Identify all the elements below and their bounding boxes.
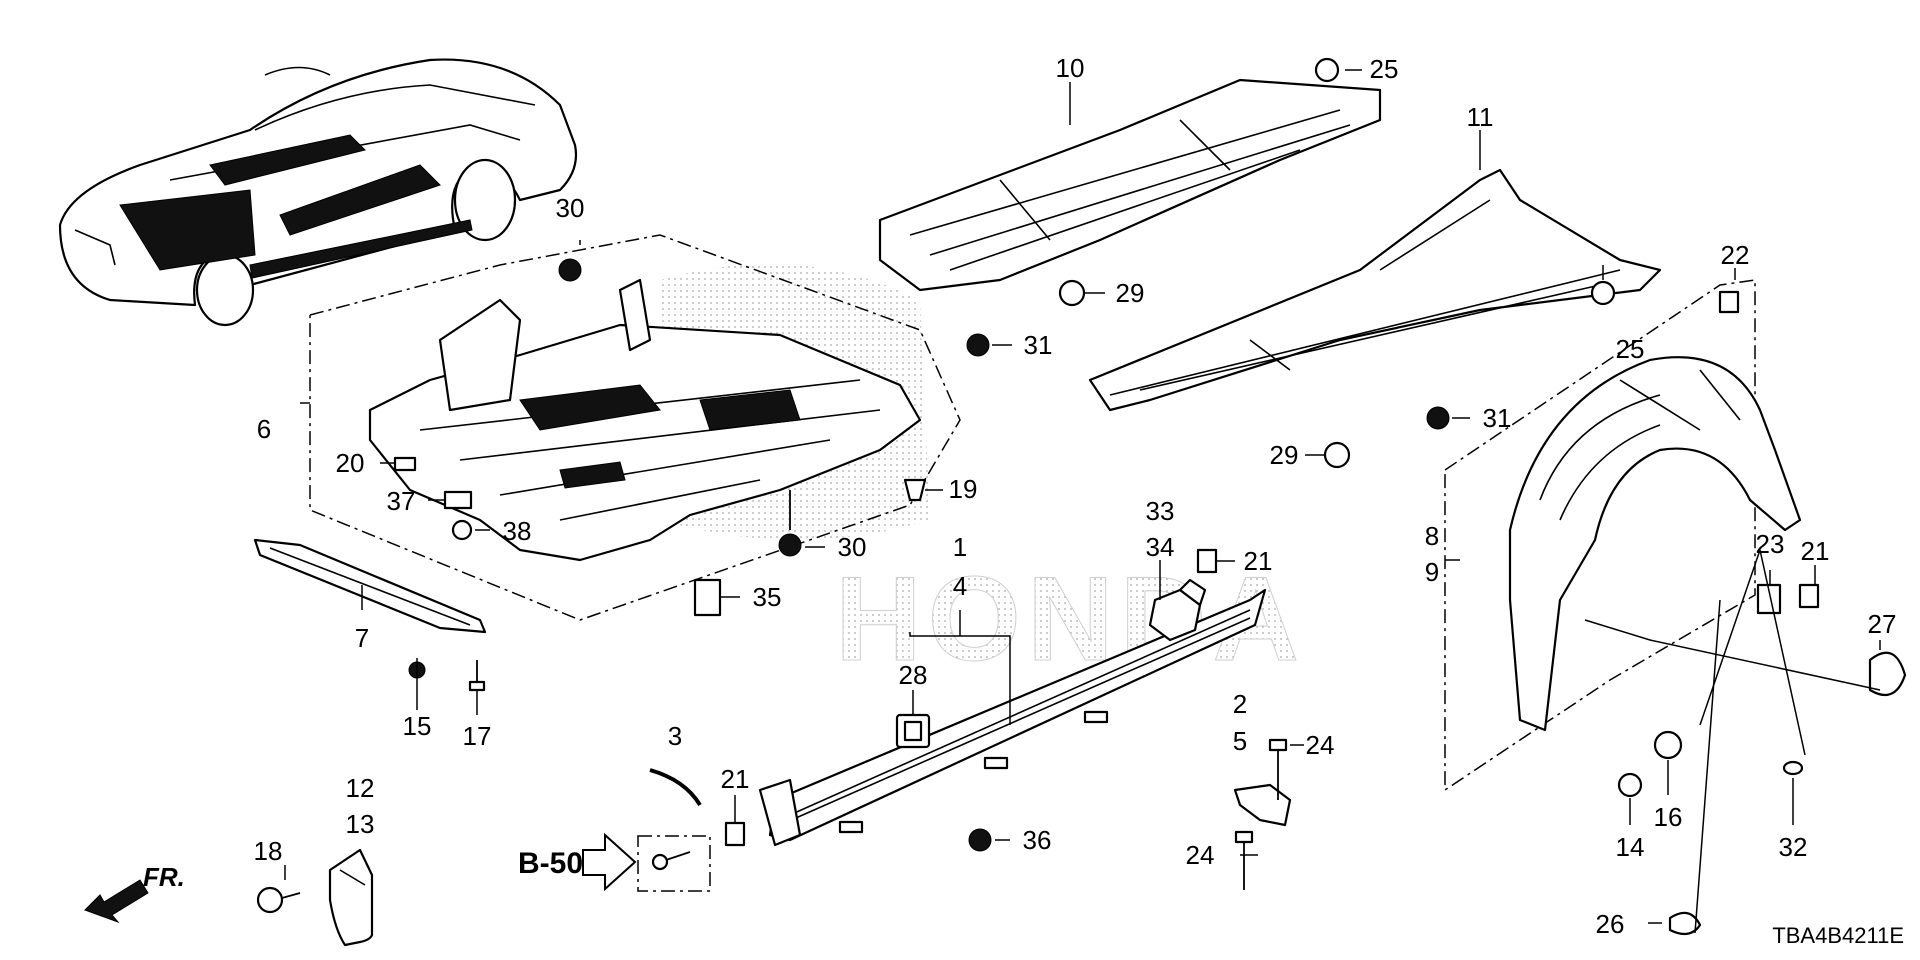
- front-direction-arrow: [84, 879, 149, 924]
- callout-9: 9: [1425, 557, 1439, 587]
- part-2-5-bracket: [1233, 783, 1292, 827]
- callout-17: 17: [463, 721, 492, 751]
- part-28-clip: [895, 713, 931, 749]
- callout-31b: 31: [1483, 403, 1512, 433]
- part-11-undercover: [1088, 168, 1662, 412]
- callout-20: 20: [336, 448, 365, 478]
- callout-25b: 25: [1616, 334, 1645, 364]
- callout-23: 23: [1756, 529, 1785, 559]
- callout-15: 15: [403, 711, 432, 741]
- callout-29b: 29: [1270, 440, 1299, 470]
- callout-28: 28: [899, 660, 928, 690]
- callout-19: 19: [949, 474, 978, 504]
- front-direction-label: FR.: [143, 862, 185, 892]
- callout-1: 1: [953, 532, 967, 562]
- callout-5: 5: [1233, 726, 1247, 756]
- callout-29a: 29: [1116, 278, 1145, 308]
- callout-33: 33: [1146, 496, 1175, 526]
- callout-34: 34: [1146, 532, 1175, 562]
- callout-8: 8: [1425, 521, 1439, 551]
- callout-labels: 1 2 3 4 5 6 7 8 9 10 11 12 13 14 15 16 1…: [254, 53, 1897, 939]
- callout-13: 13: [346, 809, 375, 839]
- leader-lines: [284, 69, 1881, 934]
- callout-3: 3: [668, 721, 682, 751]
- callout-21b: 21: [721, 764, 750, 794]
- callout-37: 37: [387, 486, 416, 516]
- callout-24a: 24: [1306, 730, 1335, 760]
- part-3-strip: [649, 768, 702, 807]
- part-33-34-bracket: [1148, 578, 1207, 642]
- callout-30b: 30: [838, 532, 867, 562]
- callout-7: 7: [355, 623, 369, 653]
- part-12-13-mud-flap: [328, 848, 374, 947]
- callout-21c: 21: [1801, 536, 1830, 566]
- part-10-undercover: [878, 78, 1382, 292]
- callout-27: 27: [1868, 609, 1897, 639]
- inner-fender-assembly: [1444, 279, 1802, 792]
- callout-4: 4: [953, 571, 967, 601]
- callout-14: 14: [1616, 832, 1645, 862]
- callout-18: 18: [254, 836, 283, 866]
- callout-6: 6: [257, 414, 271, 444]
- callout-36: 36: [1023, 825, 1052, 855]
- callout-24b: 24: [1186, 840, 1215, 870]
- reference-box-b50: [637, 835, 711, 892]
- callout-22: 22: [1721, 240, 1750, 270]
- part-24-bolt-lower: [1234, 830, 1254, 890]
- callout-21a: 21: [1244, 546, 1273, 576]
- callout-11: 11: [1467, 102, 1494, 132]
- part-24-bolt-upper: [1268, 738, 1288, 800]
- side-sill-garnish: [758, 588, 1267, 847]
- callout-38: 38: [503, 516, 532, 546]
- callout-30a: 30: [556, 193, 585, 223]
- callout-31a: 31: [1024, 330, 1053, 360]
- part-7-strip: [253, 538, 487, 634]
- floor-undercover-assembly: [309, 234, 961, 621]
- callout-12: 12: [346, 773, 375, 803]
- car-overview-illustration: [58, 58, 578, 327]
- callout-25a: 25: [1370, 54, 1399, 84]
- callout-16: 16: [1654, 802, 1683, 832]
- diagram-code: TBA4B4211E: [1772, 923, 1904, 948]
- callout-35: 35: [753, 582, 782, 612]
- callout-10: 10: [1056, 53, 1085, 83]
- callout-32: 32: [1779, 832, 1808, 862]
- reference-arrow: [582, 832, 637, 892]
- reference-label: B-50: [518, 847, 583, 880]
- callout-2: 2: [1233, 689, 1247, 719]
- callout-26: 26: [1596, 909, 1625, 939]
